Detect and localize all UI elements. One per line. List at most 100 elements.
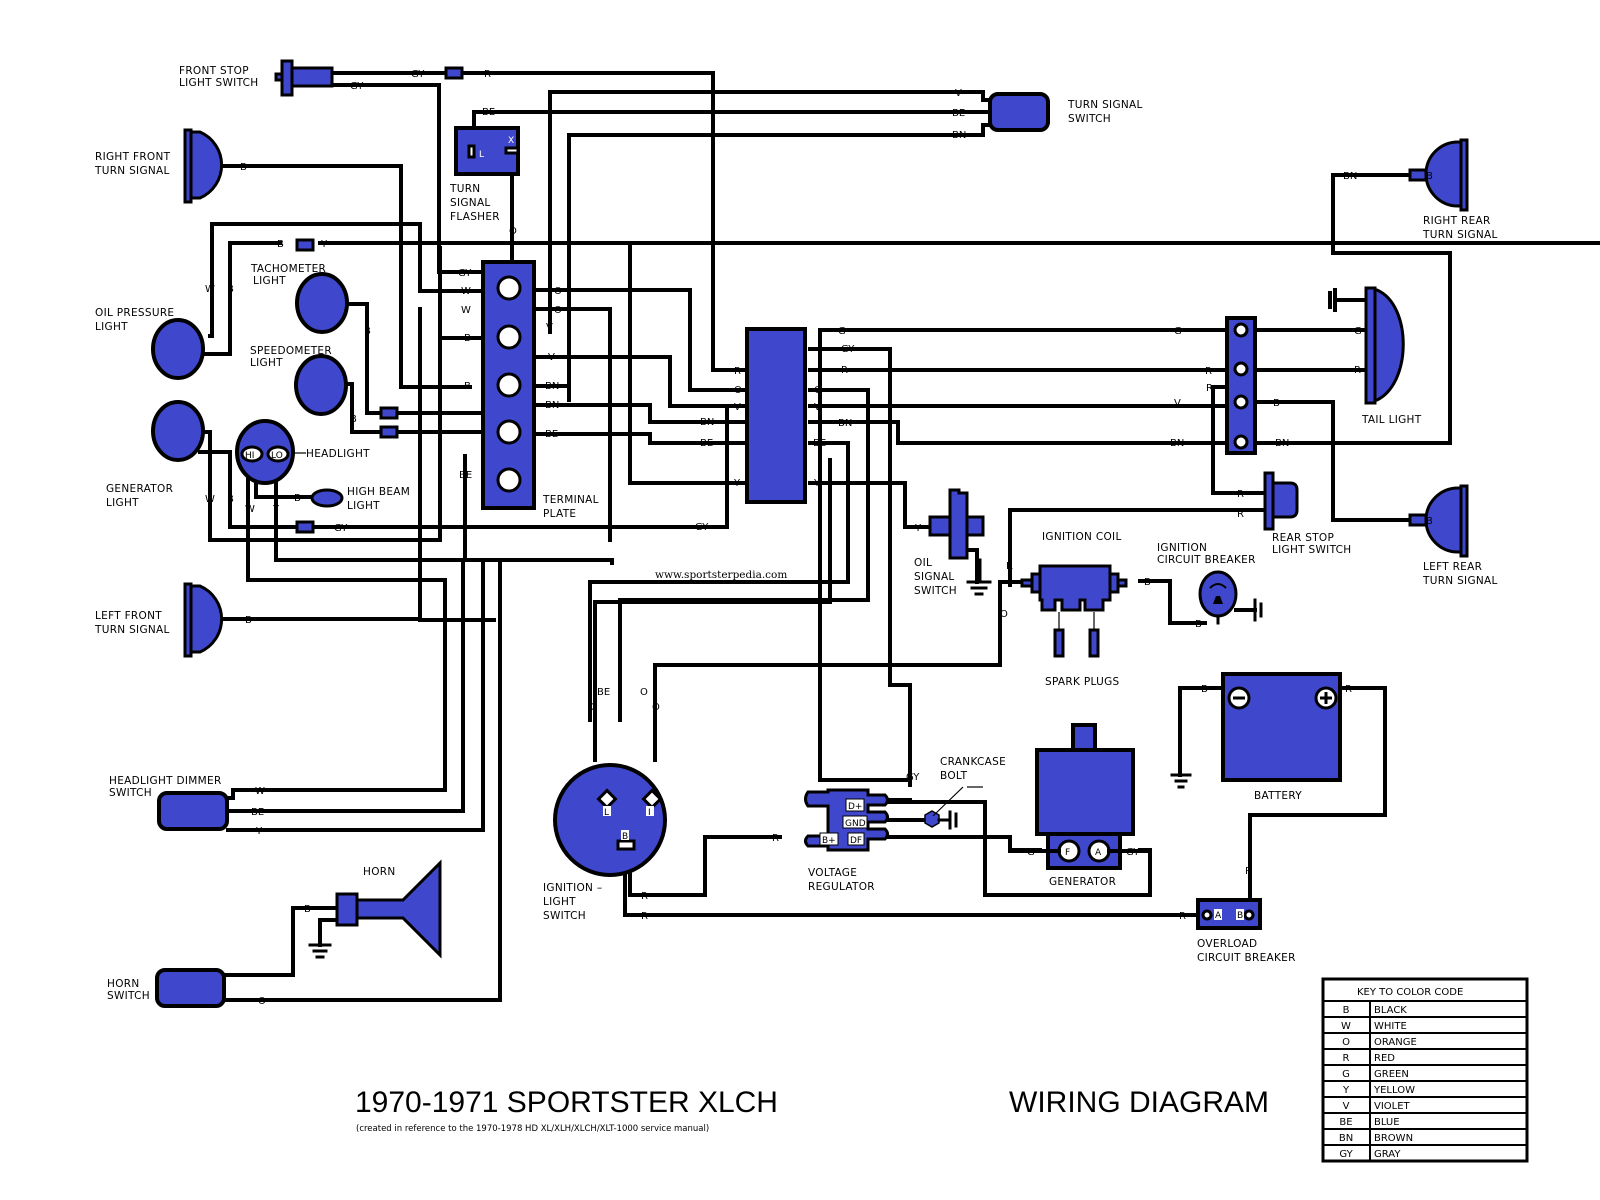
key-code: W [1341,1021,1351,1032]
svg-text:BE: BE [813,438,826,449]
svg-text:TURN SIGNAL: TURN SIGNAL [94,165,170,177]
wire-horn-b [223,906,347,977]
label-left-rear-turn: LEFT REAR [1423,561,1482,573]
wire-oil-pressure-b [198,241,282,356]
svg-text:TURN SIGNAL: TURN SIGNAL [94,624,170,636]
svg-text:BN: BN [1275,438,1289,449]
svg-text:CIRCUIT BREAKER: CIRCUIT BREAKER [1197,952,1296,964]
label-high-beam: HIGH BEAM [347,486,410,498]
svg-text:BN: BN [1170,438,1184,449]
wire-turn-switch-be [472,110,979,134]
svg-text:R: R [1179,911,1186,922]
label-flasher: TURN [449,183,480,195]
wire-term-o-1 [518,288,754,392]
label-generator: GENERATOR [1049,876,1116,888]
wire-rear-bn [1246,173,1452,445]
svg-text:R: R [1245,866,1252,877]
svg-text:B: B [294,493,301,504]
label-horn-switch: HORN [107,978,140,990]
svg-text:BE: BE [952,108,965,119]
key-code: B [1343,1005,1350,1016]
svg-text:R: R [484,69,491,80]
component-labels: FRONT STOP LIGHT SWITCH RIGHT FRONT TURN… [94,65,1498,1002]
crankcase-bolt [924,786,983,830]
svg-text:I: I [648,808,651,818]
svg-text:O: O [652,702,660,713]
wires [198,71,1600,1002]
svg-text:O: O [509,226,517,237]
svg-text:Y: Y [272,504,280,515]
front-stop-switch [274,59,334,97]
svg-text:G: G [838,326,846,337]
wire-block-o [618,388,870,722]
svg-text:TURN SIGNAL: TURN SIGNAL [1422,229,1498,241]
label-battery: BATTERY [1254,790,1302,802]
rear-stop-switch [1263,471,1299,531]
wire-reg-df [878,835,1042,852]
horn-switch [155,968,226,1008]
key-code: V [1343,1101,1350,1112]
label-ignition-cb: IGNITION [1157,542,1207,554]
ignition-circuit-breaker [1198,570,1263,625]
svg-text:R: R [1345,684,1352,695]
svg-text:W: W [245,504,255,515]
svg-text:B: B [1426,171,1433,182]
svg-text:V: V [734,402,741,413]
svg-text:BE: BE [597,687,610,698]
svg-text:BN: BN [838,418,852,429]
svg-text:GY: GY [841,344,855,355]
key-code: G [1342,1069,1350,1080]
svg-text:GY: GY [906,772,920,783]
svg-text:BE: BE [251,807,264,818]
wire-ign-g [593,458,832,762]
svg-text:Y: Y [255,826,263,837]
label-headlight: HEADLIGHT [306,448,370,460]
wire-hi-w [238,456,447,792]
speedometer-light [294,354,348,416]
generator-light [151,400,205,462]
svg-text:GY: GY [334,523,348,534]
headlight: HI LO [235,419,306,485]
svg-text:Y: Y [733,478,741,489]
overload-circuit-breaker: A B [1196,898,1262,930]
wire-battery-pos [1248,686,1387,917]
key-code: R [1343,1053,1350,1064]
svg-text:W: W [461,286,471,297]
svg-text:R: R [841,365,848,376]
svg-text:R: R [1354,365,1361,376]
svg-text:Y: Y [320,239,328,250]
svg-text:B: B [1237,911,1243,921]
wire-term-v [518,355,754,408]
wire-block-y [808,481,947,529]
svg-text:V: V [814,402,821,413]
svg-text:O: O [814,385,822,396]
svg-text:LO: LO [271,451,283,461]
svg-text:R: R [1237,489,1244,500]
svg-text:G: G [1174,326,1182,337]
svg-text:BN: BN [545,400,559,411]
label-right-front-turn: RIGHT FRONT [95,151,171,163]
svg-text:O: O [258,996,266,1007]
wire-gen-gy [313,408,729,529]
wire-term-bn-2 [518,403,754,424]
svg-text:O: O [554,286,562,297]
svg-text:R: R [1205,366,1212,377]
label-oil-pressure: OIL PRESSURE [95,307,174,319]
wire-oil-switch-ground [966,548,979,584]
svg-text:LIGHT: LIGHT [106,497,139,509]
svg-text:B: B [622,832,628,842]
key-title: KEY TO COLOR CODE [1357,987,1463,998]
wire-block-be [588,441,850,722]
svg-text:B: B [464,333,471,344]
svg-text:LIGHT: LIGHT [543,896,576,908]
svg-text:BE: BE [545,429,558,440]
right-rear-turn-signal [1424,138,1469,212]
label-ignition-coil: IGNITION COIL [1042,531,1122,543]
oil-signal-switch [928,488,992,596]
key-code: Y [1342,1085,1350,1096]
